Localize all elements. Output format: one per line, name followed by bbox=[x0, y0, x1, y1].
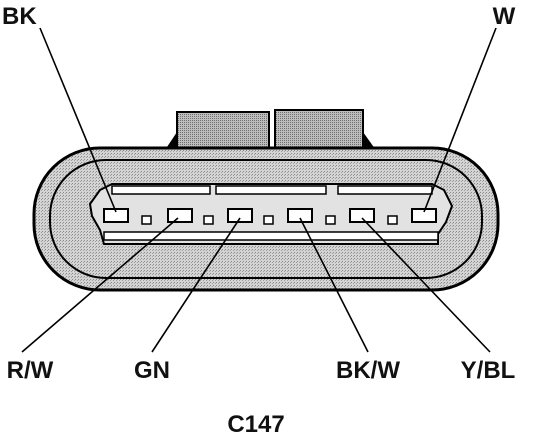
leader-line-w bbox=[423, 27, 497, 213]
terminal-cavities bbox=[103, 208, 437, 223]
terminal-2 bbox=[167, 208, 193, 223]
wire-label-gn: GN bbox=[134, 357, 170, 384]
connector-id-label: C147 bbox=[227, 411, 284, 438]
wire-label-ybl: Y/BL bbox=[461, 357, 516, 384]
connector-shell-inner bbox=[49, 159, 483, 279]
terminal-3 bbox=[227, 208, 253, 223]
terminal-4 bbox=[287, 208, 313, 223]
terminal-5 bbox=[349, 208, 375, 223]
leader-lines bbox=[21, 27, 497, 353]
leader-line-rw bbox=[21, 217, 179, 353]
leader-line-gn bbox=[151, 217, 241, 353]
wire-label-top-right: W bbox=[493, 3, 516, 30]
wire-label-top-left: BK bbox=[2, 3, 37, 30]
leader-line-ybl bbox=[361, 217, 491, 353]
terminal-6 bbox=[411, 208, 437, 223]
leader-line-bk bbox=[39, 27, 117, 213]
cavity-dividers bbox=[141, 215, 398, 225]
wire-label-bkw: BK/W bbox=[336, 357, 400, 384]
key-rails bbox=[103, 185, 439, 241]
leader-line-bkw bbox=[299, 217, 369, 353]
terminal-1 bbox=[103, 208, 129, 223]
wire-label-rw: R/W bbox=[7, 357, 54, 384]
